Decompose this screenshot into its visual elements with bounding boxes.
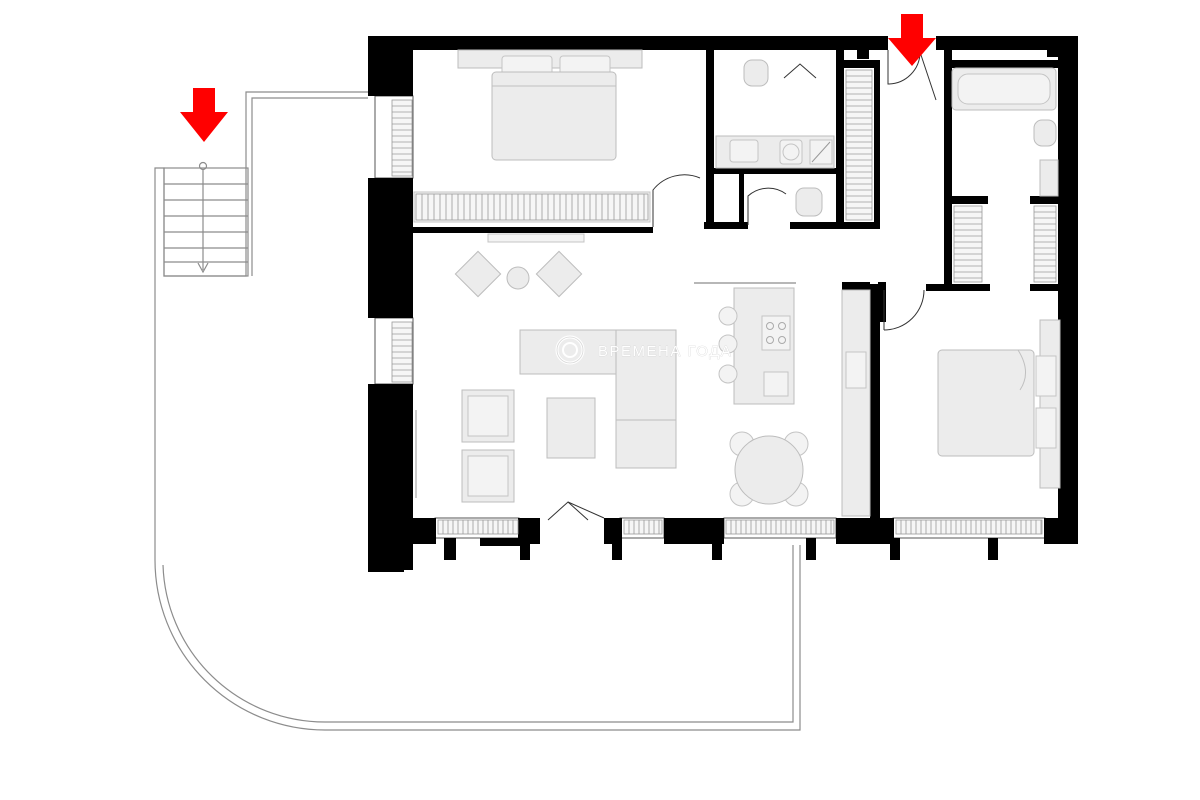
living-room-furniture xyxy=(415,250,677,503)
kitchen-furniture xyxy=(694,282,871,517)
red-down-arrow-icon xyxy=(888,14,936,66)
wardrobe-hatch xyxy=(391,69,1057,535)
walls xyxy=(368,36,1078,572)
bathroom-fixtures xyxy=(715,59,1059,217)
watermark: ВРЕМЕНА ГОДА xyxy=(555,335,732,365)
exterior-stair xyxy=(163,161,249,277)
dining-table xyxy=(729,431,809,507)
doors xyxy=(547,50,937,521)
watermark-text: ВРЕМЕНА ГОДА xyxy=(598,343,732,360)
bedroom-2-furniture xyxy=(937,319,1061,489)
red-down-arrow-icon xyxy=(180,88,228,142)
terrace xyxy=(154,91,801,731)
